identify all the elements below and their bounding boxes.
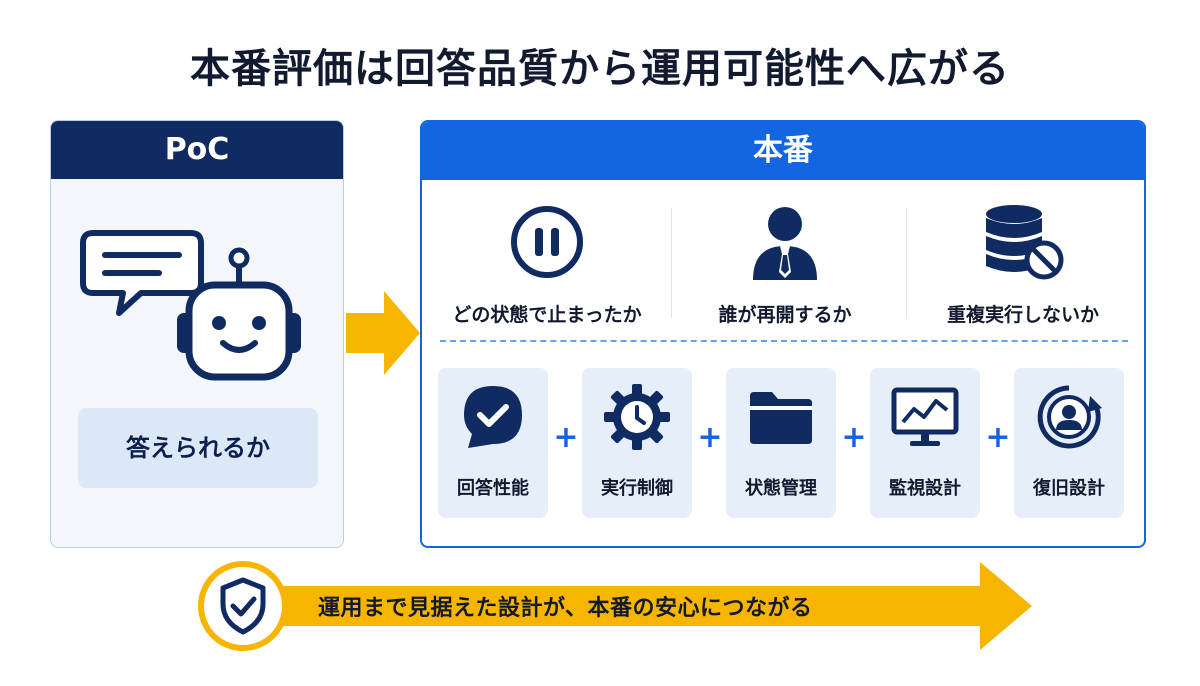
divider	[906, 208, 907, 318]
question-label: 誰が再開するか	[718, 304, 852, 326]
component-monitoring-design: 監視設計	[870, 368, 980, 518]
gear-clock-icon	[604, 384, 670, 450]
plus-sign: +	[841, 420, 867, 455]
pause-circle-icon	[511, 206, 583, 278]
database-block-icon	[986, 205, 1064, 280]
component-label: 復旧設計	[1033, 478, 1105, 499]
poc-question-box: 答えられるか	[78, 408, 318, 488]
plus-sign: +	[985, 420, 1011, 455]
component-state-management: 状態管理	[726, 368, 836, 518]
folder-icon	[750, 392, 812, 444]
shield-check-icon	[198, 561, 288, 651]
transition-arrow	[346, 291, 420, 375]
question-label: 重複実行しないか	[946, 304, 1099, 326]
component-recovery-design: 復旧設計	[1014, 368, 1124, 518]
poc-panel: PoC 答えられるか	[50, 120, 344, 548]
question-duplicate-run: 重複実行しないか	[906, 202, 1140, 326]
dashed-separator	[440, 340, 1128, 342]
divider	[671, 208, 672, 318]
component-label: 状態管理	[745, 478, 817, 499]
person-icon	[753, 207, 817, 280]
component-answer-performance: 回答性能	[438, 368, 548, 518]
production-header: 本番	[422, 122, 1144, 180]
component-label: 実行制御	[601, 478, 673, 499]
page-title: 本番評価は回答品質から運用可能性へ広がる	[190, 46, 1010, 92]
user-recover-icon	[1037, 385, 1102, 449]
chatbot-icon	[80, 230, 301, 381]
component-label: 監視設計	[889, 478, 961, 499]
plus-sign: +	[553, 420, 579, 455]
monitor-chart-icon	[891, 387, 959, 446]
banner-text: 運用まで見据えた設計が、本番の安心につながる	[318, 596, 813, 621]
question-who-resumes: 誰が再開するか	[668, 202, 902, 326]
question-stopped-state: どの状態で止まったか	[430, 202, 664, 326]
component-label: 回答性能	[457, 478, 529, 499]
banner-arrow	[238, 562, 1032, 650]
component-execution-control: 実行制御	[582, 368, 692, 518]
production-panel: 本番 どの状態で止まったか 誰が再開するか 重複実行しないか	[420, 120, 1146, 548]
plus-sign: +	[697, 420, 723, 455]
poc-header: PoC	[51, 121, 343, 179]
question-label: どの状態で止まったか	[452, 304, 642, 326]
chat-check-icon	[464, 386, 522, 448]
